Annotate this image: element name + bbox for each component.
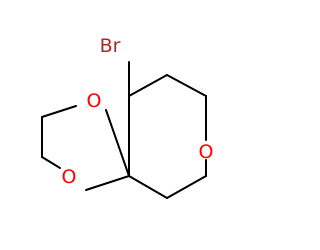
molecule-canvas: Br O O O: [41, 35, 214, 199]
structure-drawing: Br O O O: [41, 35, 214, 199]
oxygen-pyran-label: O: [199, 141, 214, 163]
bond-c7-c8: [166, 74, 207, 97]
bond-c6-c7: [128, 74, 168, 97]
oxygen-dioxolane-lower-label: O: [62, 166, 77, 188]
bromine-atom-label: Br: [100, 35, 121, 57]
bond-o-upper-ch2: [41, 105, 77, 118]
bond-spiro-o-lower: [85, 175, 130, 191]
bond-ch2-o-lower: [41, 156, 61, 169]
bond-c9-c10: [166, 175, 207, 199]
bond-c10-spiro: [128, 175, 168, 199]
oxygen-dioxolane-upper-label: O: [87, 90, 102, 112]
bond-spiro-o-upper: [105, 109, 130, 177]
